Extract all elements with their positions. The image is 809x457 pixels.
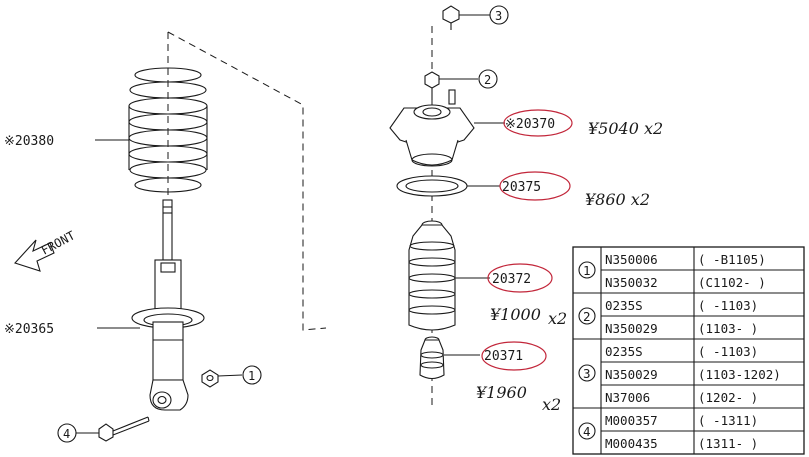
table-range: ( -1311) [698,413,758,428]
handwritten-boot-qty: x2 [548,309,567,328]
table-part: N350032 [605,275,658,290]
dust-boot-icon [408,220,456,331]
table-part: N350029 [605,321,658,336]
strut-assembly-icon [131,199,205,411]
table-range: (1103-1202) [698,367,781,382]
svg-text:3: 3 [495,9,502,23]
svg-text:1: 1 [248,369,255,383]
bolt-icon [98,416,150,442]
svg-text:2: 2 [583,309,591,324]
svg-text:1: 1 [583,263,591,278]
table-range: (1202- ) [698,390,758,405]
table-ref-1: 1 [578,261,596,279]
table-range: ( -B1105) [698,252,766,267]
label-20372: 20372 [492,272,531,287]
table-range: (1103- ) [698,321,758,336]
table-range: (1311- ) [698,436,758,451]
callout-1: 1 [242,365,262,385]
red-circle-20375 [499,171,571,201]
handwritten-bumper-price: ¥1960 [476,383,527,402]
strut-mount-icon [389,104,475,167]
callout-4: 4 [57,423,77,443]
label-20370: ※20370 [505,117,555,132]
seat-ring-icon [396,175,468,197]
red-circle-20372 [487,263,553,293]
dashed-guide-lines [167,26,433,408]
handwritten-seat-price: ¥860 x2 [585,190,650,209]
svg-text:4: 4 [63,427,70,441]
table-ref-3: 3 [578,364,596,382]
red-circle-20371 [481,341,547,371]
red-circle-20370 [503,109,573,137]
table-range: ( -1103) [698,344,758,359]
front-arrow-icon: FRONT [14,228,77,272]
label-20380: ※20380 [4,134,54,149]
table-part: N37006 [605,390,650,405]
table-part: N350006 [605,252,658,267]
handwritten-boot-price: ¥1000 [490,305,541,324]
front-label: FRONT [39,228,77,257]
table-part: M000435 [605,436,658,451]
handwritten-bumper-qty: x2 [542,395,561,414]
table-part: 0235S [605,344,643,359]
label-20375: 20375 [502,180,541,195]
handwritten-mount-price: ¥5040 x2 [588,119,663,138]
table-range: ( -1103) [698,298,758,313]
coil-spring-icon [128,67,208,193]
svg-text:4: 4 [583,424,591,439]
svg-text:3: 3 [583,366,591,381]
label-20365: ※20365 [4,322,54,337]
table-ref-2: 2 [578,307,596,325]
leader-callout-1 [217,374,243,377]
parts-table: 1 2 3 4 N350006 ( -B1105) N350032 (C1102… [572,246,805,455]
nut-icon [201,369,219,388]
table-part: 0235S [605,298,643,313]
callout-2: 2 [478,69,498,89]
label-20371: 20371 [484,349,523,364]
table-part: N350029 [605,367,658,382]
table-ref-4: 4 [578,422,596,440]
bump-stopper-icon [419,336,445,380]
table-part: M000357 [605,413,658,428]
svg-text:2: 2 [484,73,491,87]
top-nut-icon [442,5,460,30]
table-range: (C1102- ) [698,275,766,290]
callout-3: 3 [489,5,509,25]
